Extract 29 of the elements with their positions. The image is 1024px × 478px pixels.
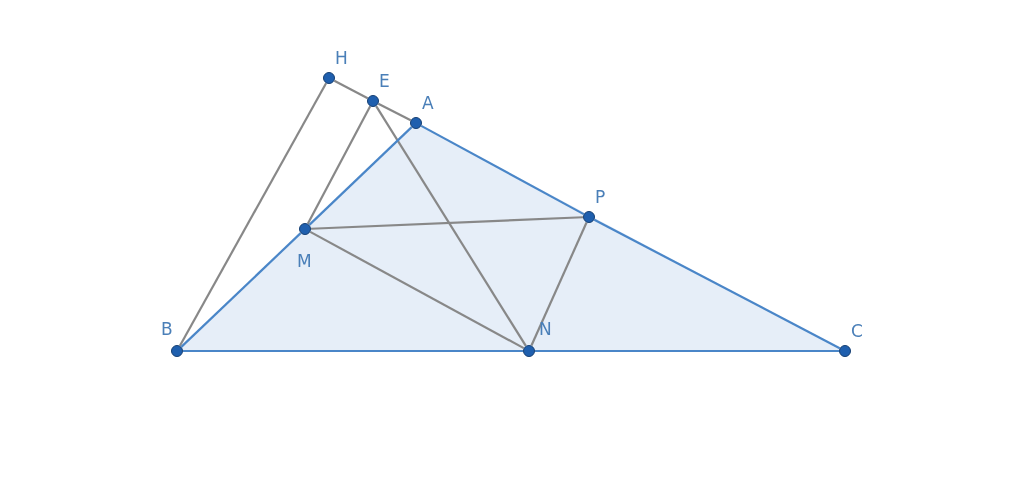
line-segment [420,124,585,216]
point-marker [410,117,422,129]
line-segment [306,105,372,225]
line-segment [309,230,525,350]
point-label: C [851,323,863,340]
point-marker [171,345,183,357]
point-label: B [161,321,173,338]
line-segment [178,82,328,347]
point-label: A [422,95,434,112]
point-label: P [595,189,606,206]
line-segment [333,79,369,100]
point-label: E [379,73,390,90]
line-segment [183,349,523,353]
line-segment [593,218,841,350]
line-segment [375,105,527,347]
point-label: M [297,253,312,270]
point-marker [367,95,379,107]
point-marker [839,345,851,357]
line-segment [308,126,413,226]
line-segment [377,102,412,122]
point-label: N [539,321,552,338]
point-marker [583,211,595,223]
point-marker [299,223,311,235]
line-segment [535,349,839,353]
point-label: H [335,50,348,67]
line-segment [310,216,584,230]
line-segment [530,222,588,346]
line-segment [180,232,302,348]
point-marker [323,72,335,84]
